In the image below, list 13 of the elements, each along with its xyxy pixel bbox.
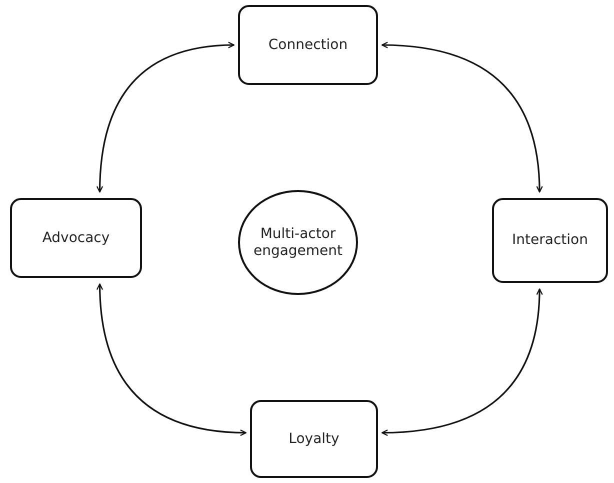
concept-box [238, 5, 378, 85]
node-label: Connection [268, 36, 348, 54]
node-label: Interaction [512, 232, 588, 249]
node-label: Advocacy [42, 230, 110, 246]
curved-arrow [381, 42, 543, 193]
concept-box [250, 400, 378, 478]
node-label: Multi-actor engagement [253, 226, 343, 260]
node-label: Loyalty [288, 430, 340, 448]
concept-box [492, 198, 608, 283]
curved-arrow [96, 42, 235, 193]
concept-box [10, 198, 142, 278]
curved-arrow [381, 288, 543, 436]
curved-arrow [96, 283, 247, 436]
